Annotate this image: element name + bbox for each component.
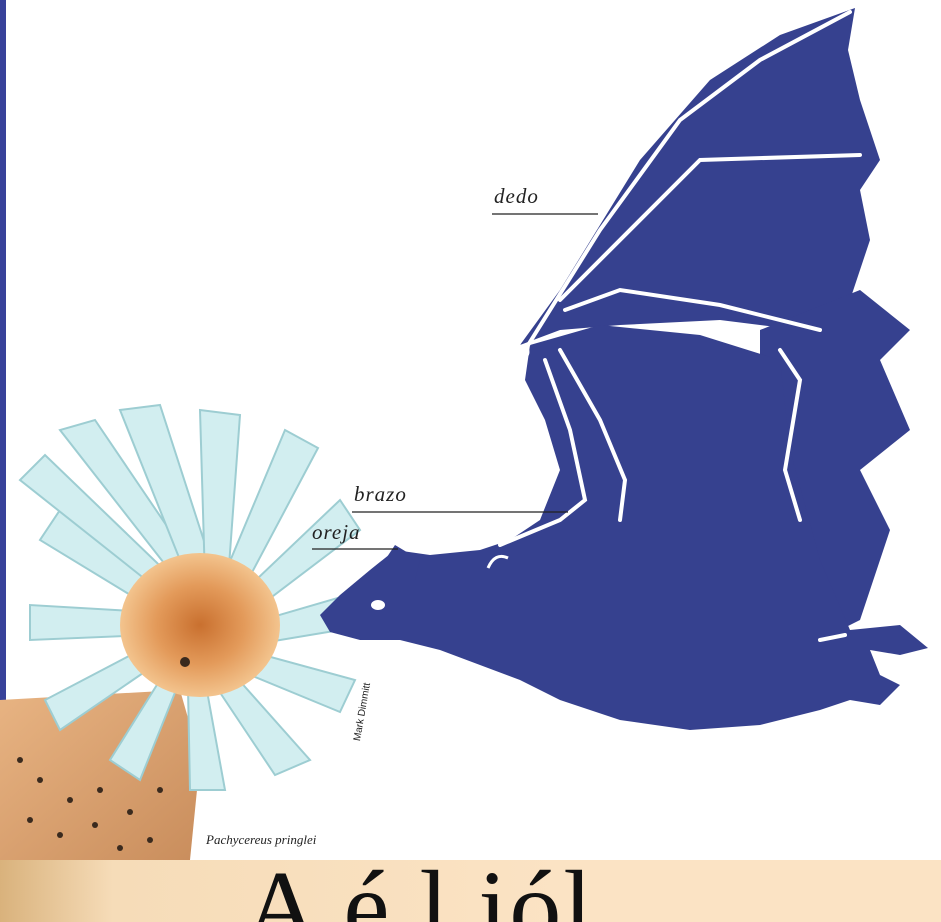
cactus-stem	[0, 690, 200, 860]
bat-eye	[371, 600, 385, 610]
flower-center	[120, 553, 280, 697]
label-oreja: oreja	[312, 520, 361, 545]
label-brazo: brazo	[354, 482, 407, 507]
banner-heading: A é l iól	[244, 860, 594, 922]
bat-flower-figure	[0, 0, 941, 860]
label-dedo: dedo	[494, 184, 539, 209]
species-caption: Pachycereus pringlei	[206, 832, 316, 848]
bat-silhouette	[320, 8, 928, 730]
title-banner: A é l iól	[0, 860, 941, 922]
